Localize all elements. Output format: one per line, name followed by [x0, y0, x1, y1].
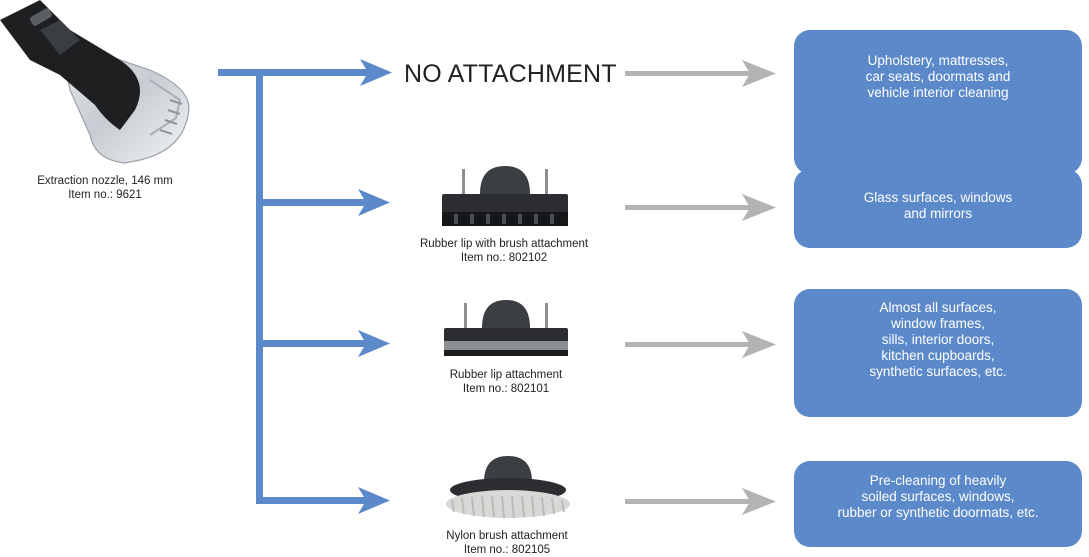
name-rubber-lip-with-brush: Rubber lip with brush attachment — [419, 238, 589, 250]
gray-arrowhead-3 — [742, 331, 776, 358]
caption-nylon-brush: Nylon brush attachment Item no.: 802105 — [387, 529, 627, 557]
rubber-lip-image — [444, 300, 568, 356]
item-rubber-lip-with-brush: Item no.: 802102 — [460, 252, 548, 264]
gray-arrowhead-2 — [742, 194, 776, 221]
use-box-1: Upholstery, mattresses, car seats, doorm… — [794, 30, 1082, 174]
blue-connector-trunk-top — [218, 69, 378, 76]
use-text-2: Glass surfaces, windows and mirrors — [863, 190, 1013, 221]
nylon-brush-image — [446, 456, 570, 519]
use-box-2: Glass surfaces, windows and mirrors — [794, 169, 1082, 248]
gray-arrowhead-4 — [742, 488, 776, 515]
use-text-4: Pre-cleaning of heavily soiled surfaces,… — [837, 473, 1039, 520]
gray-arrow-shaft-4 — [625, 499, 753, 504]
use-box-3: Almost all surfaces, window frames, sill… — [794, 289, 1082, 417]
gray-arrowhead-1 — [742, 60, 776, 87]
gray-arrow-shaft-3 — [625, 342, 753, 347]
use-text-3: Almost all surfaces, window frames, sill… — [869, 300, 1007, 379]
nozzle-name: Extraction nozzle, 146 mm — [37, 175, 173, 187]
blue-connector-vertical — [256, 72, 263, 504]
rubber-lip-with-brush-image — [442, 166, 568, 226]
blue-arrowhead-4 — [358, 487, 390, 514]
gray-arrow-shaft-2 — [625, 205, 753, 210]
blue-connector-branch-3 — [256, 340, 378, 347]
blue-arrowhead-1 — [360, 59, 392, 86]
nozzle-item-number: Item no.: 9621 — [68, 189, 142, 201]
nozzle-caption: Extraction nozzle, 146 mm Item no.: 9621 — [10, 174, 200, 202]
no-attachment-label: NO ATTACHMENT — [404, 60, 617, 88]
caption-rubber-lip-with-brush: Rubber lip with brush attachment Item no… — [384, 237, 624, 265]
blue-connector-branch-2 — [256, 199, 378, 206]
use-text-1: Upholstery, mattresses, car seats, doorm… — [865, 53, 1011, 100]
item-rubber-lip: Item no.: 802101 — [462, 383, 550, 395]
blue-arrowhead-2 — [358, 189, 390, 216]
use-box-4: Pre-cleaning of heavily soiled surfaces,… — [794, 461, 1082, 547]
caption-rubber-lip: Rubber lip attachment Item no.: 802101 — [386, 368, 626, 396]
blue-arrowhead-3 — [358, 330, 390, 357]
name-nylon-brush: Nylon brush attachment — [446, 530, 568, 542]
extraction-nozzle-image — [0, 0, 190, 164]
blue-connector-branch-4 — [256, 497, 378, 504]
gray-arrow-shaft-1 — [625, 71, 753, 76]
item-nylon-brush: Item no.: 802105 — [463, 544, 551, 556]
name-rubber-lip: Rubber lip attachment — [449, 369, 563, 381]
